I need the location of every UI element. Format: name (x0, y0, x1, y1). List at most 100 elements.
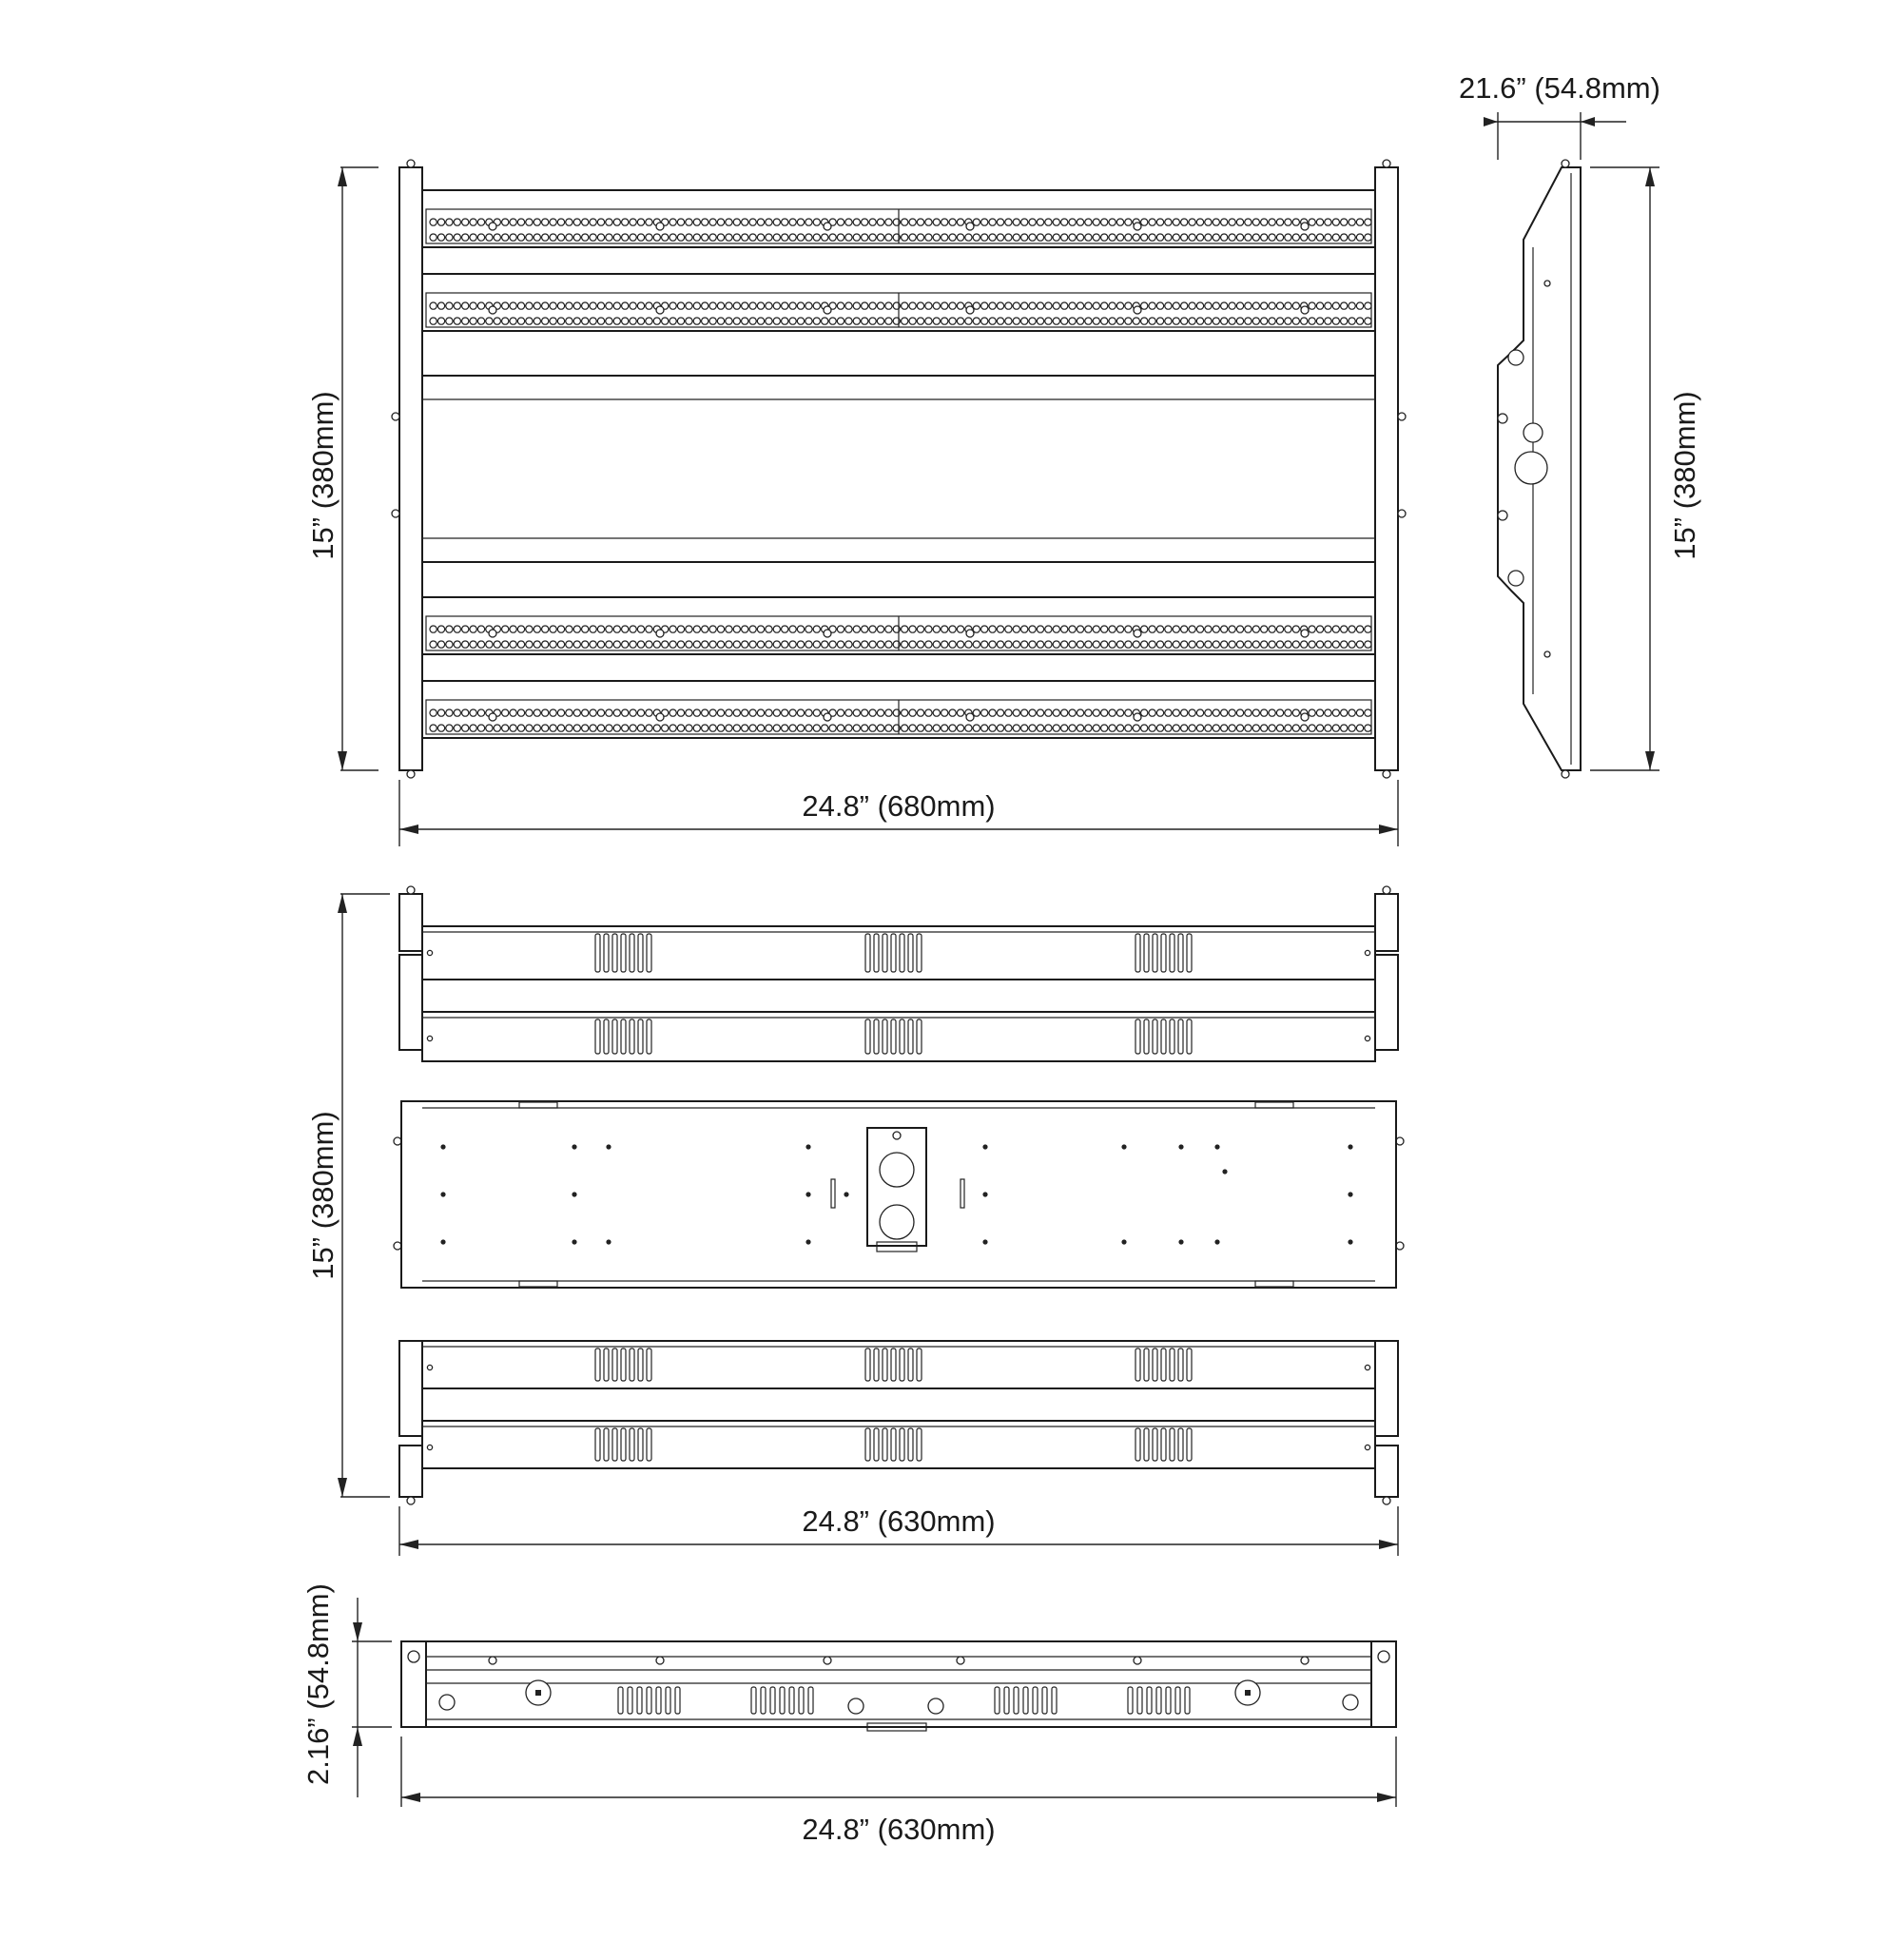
screw-icon (655, 1656, 665, 1665)
vent-slot (646, 1348, 652, 1382)
rail-hole (1364, 949, 1371, 957)
mount-hole (572, 1192, 577, 1197)
vent-slot (994, 1686, 1000, 1715)
screw-icon (823, 629, 832, 638)
strip-frame (421, 680, 1376, 739)
junction-tab (866, 1722, 927, 1732)
top-view-led-face (391, 159, 1407, 779)
vent-slot (788, 1686, 795, 1715)
vent-slot (617, 1686, 624, 1715)
vent-slot (603, 1348, 610, 1382)
vent-slot (907, 1427, 914, 1462)
vent-slot (646, 1427, 652, 1462)
vent-slot (1160, 933, 1167, 973)
vent-slot (807, 1686, 814, 1715)
vent-slot (594, 1427, 601, 1462)
heatsink-rail (421, 1420, 1376, 1469)
vent-slot (916, 933, 922, 973)
mount-hole (982, 1239, 988, 1245)
vent-slot (890, 933, 897, 973)
led-array (429, 625, 1372, 649)
dimension-side-height: 15” (380mm) (1590, 166, 1701, 771)
mount-hole (982, 1192, 988, 1197)
screw-icon (488, 305, 497, 315)
led-strip (421, 680, 1376, 739)
mount-hole (1348, 1239, 1353, 1245)
vent-slot (916, 1348, 922, 1382)
mount-hole (1178, 1144, 1184, 1150)
end-caps (393, 885, 1405, 1505)
rail-hole (1364, 1364, 1371, 1371)
vent-slot (798, 1686, 805, 1715)
dimension-top-height: 15” (380mm) (306, 166, 378, 771)
vent-slot (1146, 1686, 1153, 1715)
bottom-view-back (393, 885, 1405, 1505)
vent-slot (1135, 1019, 1141, 1055)
vent-slot (882, 1019, 888, 1055)
access-hole (927, 1698, 944, 1715)
knockout-center (535, 1690, 541, 1696)
mount-hole (572, 1239, 577, 1245)
rail-hole (426, 1364, 434, 1371)
vent-slot (1152, 1348, 1158, 1382)
rail-body (421, 1340, 1376, 1389)
vent-slot (1169, 933, 1175, 973)
cap-hole (1395, 1241, 1405, 1251)
vent-slot (611, 1019, 618, 1055)
vent-slot (646, 1019, 652, 1055)
vent-slot (899, 1019, 905, 1055)
vent-slot (1186, 1427, 1193, 1462)
vent-slot (620, 1427, 627, 1462)
vent-slot (899, 1427, 905, 1462)
dimension-bottom-height: 15” (380mm) (306, 893, 390, 1498)
vent-slot (1184, 1686, 1191, 1715)
junction-box (830, 1127, 965, 1252)
vent-slot (864, 933, 871, 973)
heatsink-rails (421, 925, 1376, 1469)
top-height-label: 15” (380mm) (306, 391, 340, 559)
vent-slot (1013, 1686, 1019, 1715)
vent-slot (674, 1686, 681, 1715)
vent-slot (760, 1686, 767, 1715)
screw-icon (965, 222, 975, 231)
vent-slot (1165, 1686, 1172, 1715)
dimension-side-depth: 21.6” (54.8mm) (1459, 71, 1660, 160)
tab-hole (1382, 159, 1391, 168)
vent-slot (1041, 1686, 1048, 1715)
screw-icon (1300, 629, 1310, 638)
vent-slot (620, 933, 627, 973)
side-view (1497, 159, 1582, 779)
vent-slot (1143, 1019, 1150, 1055)
vent-slot (1143, 933, 1150, 973)
screw-icon (965, 712, 975, 722)
strip-frame (421, 596, 1376, 655)
strip-frame (421, 273, 1376, 332)
vent-slot (611, 933, 618, 973)
vent-slot (629, 1427, 635, 1462)
mounting-tabs (391, 159, 1407, 779)
cap-hole (1395, 1136, 1405, 1146)
screw-icon (1300, 305, 1310, 315)
vent-slot (1003, 1686, 1010, 1715)
side-depth-label: 21.6” (54.8mm) (1459, 71, 1660, 105)
vent-slot (1136, 1686, 1143, 1715)
vent-slot (1177, 1427, 1184, 1462)
screw-icon (823, 1656, 832, 1665)
vent-slot (1160, 1019, 1167, 1055)
slot (1254, 1101, 1294, 1109)
screw-icon (1133, 629, 1142, 638)
vent-slot (907, 1348, 914, 1382)
vent-slot (916, 1019, 922, 1055)
mount-hole (982, 1144, 988, 1150)
mount-hole (440, 1239, 446, 1245)
dimension-profile-width: 24.8” (630mm) (400, 1737, 1397, 1846)
rail-hole (426, 949, 434, 957)
vent-slot (594, 1348, 601, 1382)
led-array (429, 301, 1372, 325)
vent-slot (1135, 1427, 1141, 1462)
strip-frame (421, 189, 1376, 248)
screw-icon (655, 629, 665, 638)
access-hole (1342, 1694, 1359, 1711)
vent-slot (629, 1019, 635, 1055)
vent-slot (1169, 1348, 1175, 1382)
